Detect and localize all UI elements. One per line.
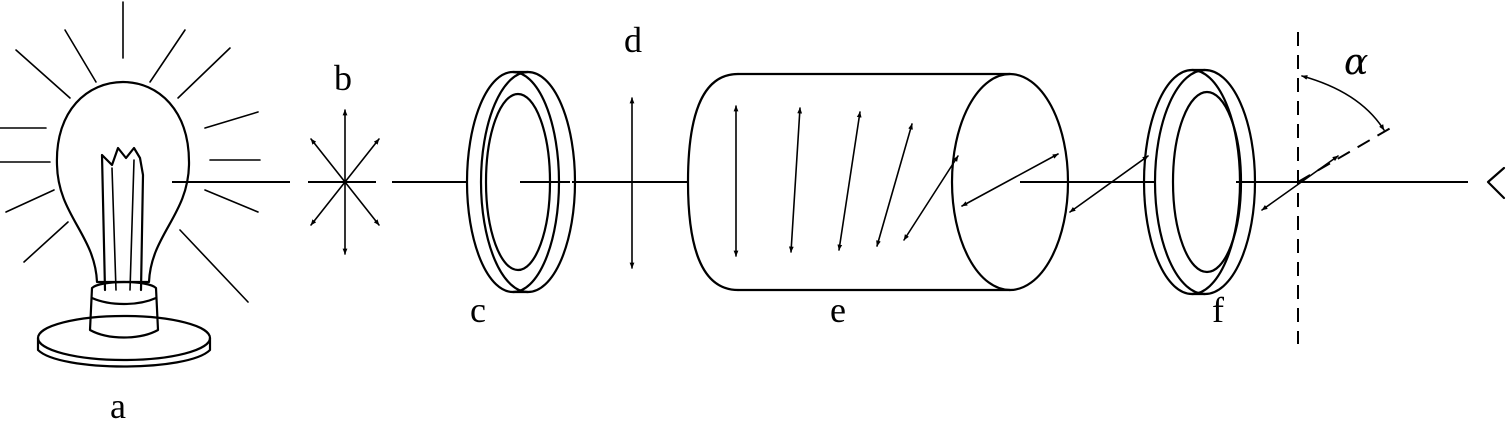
label-e: e [830, 290, 846, 330]
label-f: f [1212, 290, 1224, 330]
bulb-glass [55, 80, 191, 284]
label-b: b [334, 58, 352, 98]
rotation-angle-arc [1301, 75, 1385, 131]
label-d: d [624, 20, 642, 60]
unpolarized-light-arrows [310, 109, 380, 255]
reference-line [1297, 32, 1395, 344]
rotated-light-arrow [1069, 155, 1149, 213]
filament [100, 146, 145, 292]
polarizer [465, 70, 577, 294]
eye-icon [1486, 166, 1506, 200]
light-rays [0, 1, 261, 303]
sample-tube [686, 72, 1070, 292]
label-alpha: α [1344, 42, 1368, 83]
analyzer [1142, 68, 1257, 296]
label-c: c [470, 290, 486, 330]
light-bulb-icon [0, 1, 261, 368]
rotating-polarization-arrows [733, 105, 1059, 257]
label-a: a [110, 386, 126, 426]
bulb-socket [88, 280, 160, 339]
